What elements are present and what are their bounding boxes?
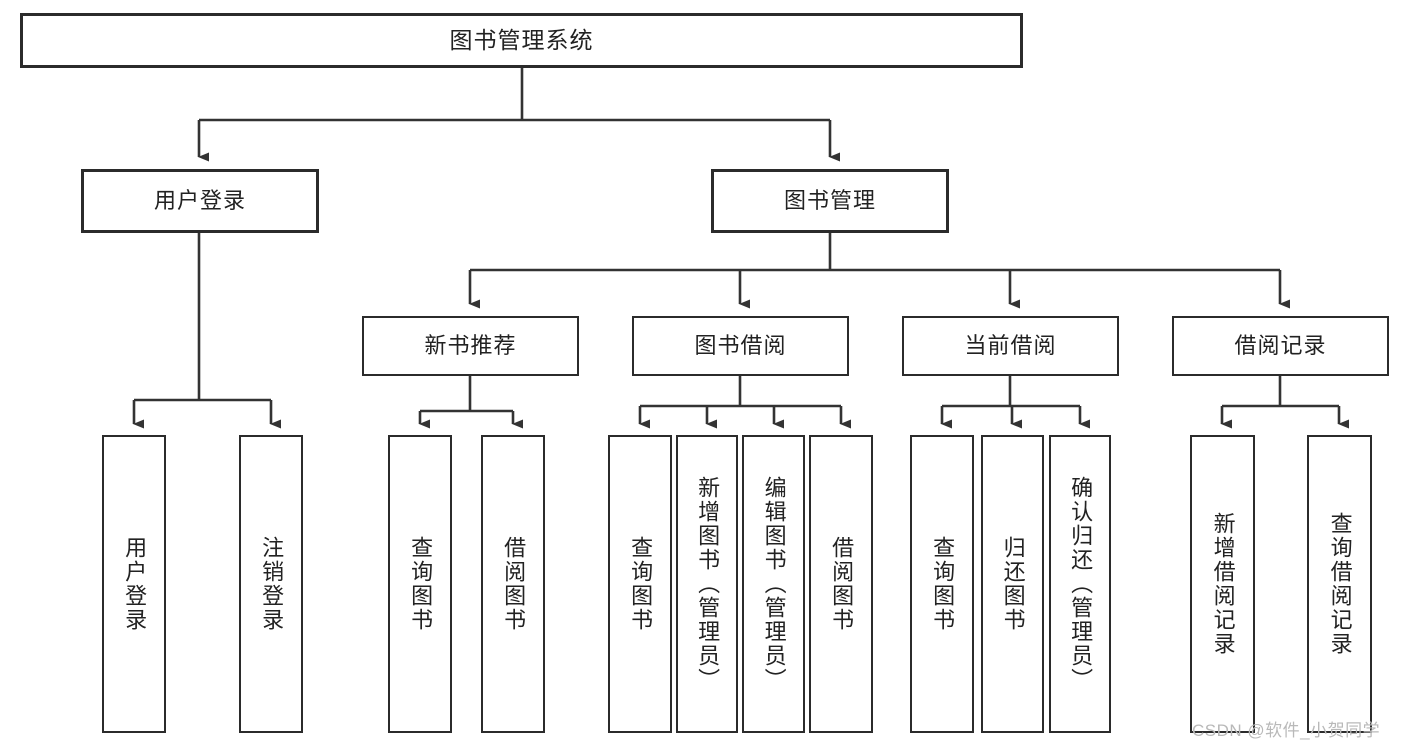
node-borrow-records[interactable]: 借阅记录	[1172, 316, 1389, 376]
leaf-user-login-label: 用户登录	[122, 536, 148, 632]
node-current-borrow-label: 当前借阅	[964, 333, 1057, 358]
leaf-current-confirm-return-admin-label: 确认归还（管理员）	[1068, 476, 1094, 692]
leaf-borrow-add-book-admin-label: 新增图书（管理员）	[695, 476, 721, 692]
leaf-user-logout-label: 注销登录	[259, 536, 285, 632]
leaf-records-add-record[interactable]: 新增借阅记录	[1190, 435, 1255, 733]
node-new-book-recommend[interactable]: 新书推荐	[362, 316, 579, 376]
node-borrow-records-label: 借阅记录	[1234, 333, 1327, 358]
leaf-borrow-edit-book-admin[interactable]: 编辑图书（管理员）	[742, 435, 805, 733]
leaf-borrow-lend-book-label: 借阅图书	[829, 536, 855, 632]
leaf-borrow-add-book-admin[interactable]: 新增图书（管理员）	[676, 435, 738, 733]
node-current-borrow[interactable]: 当前借阅	[902, 316, 1119, 376]
leaf-current-return-book-label: 归还图书	[1000, 536, 1026, 632]
leaf-newbooks-borrow-book[interactable]: 借阅图书	[481, 435, 545, 733]
leaf-user-login[interactable]: 用户登录	[102, 435, 166, 733]
leaf-newbooks-borrow-book-label: 借阅图书	[501, 536, 527, 632]
leaf-borrow-query-book[interactable]: 查询图书	[608, 435, 672, 733]
node-root[interactable]: 图书管理系统	[20, 13, 1023, 68]
leaf-borrow-lend-book[interactable]: 借阅图书	[809, 435, 873, 733]
csdn-watermark: CSDN @软件_小贺同学	[1192, 721, 1381, 740]
node-book-borrow[interactable]: 图书借阅	[632, 316, 849, 376]
leaf-current-query-book-label: 查询图书	[930, 536, 956, 632]
node-new-book-recommend-label: 新书推荐	[424, 333, 517, 358]
leaf-user-logout[interactable]: 注销登录	[239, 435, 303, 733]
leaf-records-query-record[interactable]: 查询借阅记录	[1307, 435, 1372, 733]
leaf-current-query-book[interactable]: 查询图书	[910, 435, 974, 733]
leaf-newbooks-query-book-label: 查询图书	[408, 536, 434, 632]
node-book-borrow-label: 图书借阅	[694, 333, 787, 358]
node-book-management-label: 图书管理	[783, 188, 876, 213]
leaf-borrow-edit-book-admin-label: 编辑图书（管理员）	[761, 476, 787, 692]
leaf-records-add-record-label: 新增借阅记录	[1210, 512, 1236, 656]
node-root-label: 图书管理系统	[449, 27, 594, 53]
leaf-newbooks-query-book[interactable]: 查询图书	[388, 435, 452, 733]
leaf-current-confirm-return-admin[interactable]: 确认归还（管理员）	[1049, 435, 1111, 733]
leaf-borrow-query-book-label: 查询图书	[628, 536, 654, 632]
node-book-management[interactable]: 图书管理	[711, 169, 949, 233]
node-user-login[interactable]: 用户登录	[81, 169, 319, 233]
leaf-records-query-record-label: 查询借阅记录	[1327, 512, 1353, 656]
node-user-login-label: 用户登录	[153, 188, 246, 213]
leaf-current-return-book[interactable]: 归还图书	[981, 435, 1044, 733]
